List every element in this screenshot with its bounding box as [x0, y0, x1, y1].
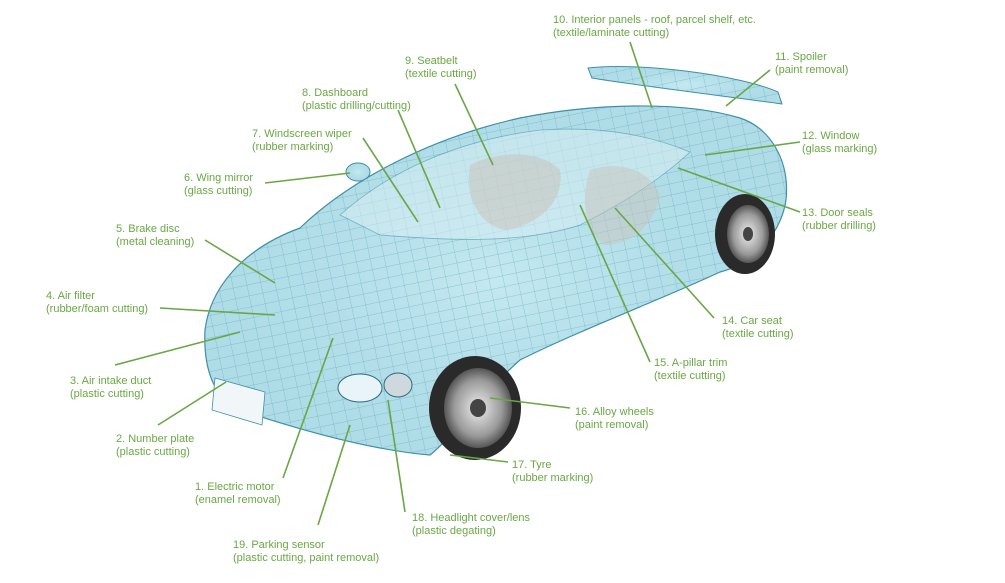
label-title: 12. Window [802, 130, 860, 142]
label-car-seat: 14. Car seat (textile cutting) [722, 315, 794, 341]
label-title: 3. Air intake duct [70, 375, 152, 387]
label-headlight-cover: 18. Headlight cover/lens (plastic degati… [412, 512, 530, 538]
label-title: 8. Dashboard [302, 87, 369, 99]
label-window: 12. Window (glass marking) [802, 130, 877, 156]
label-subtitle: (paint removal) [575, 419, 649, 431]
label-subtitle: (plastic cutting, paint removal) [233, 552, 380, 564]
label-brake-disc: 5. Brake disc (metal cleaning) [116, 223, 194, 249]
label-title: 19. Parking sensor [233, 539, 325, 551]
label-interior-panels: 10. Interior panels - roof, parcel shelf… [553, 14, 756, 40]
label-subtitle: (plastic cutting) [116, 446, 190, 458]
label-windscreen-wiper: 7. Windscreen wiper (rubber marking) [252, 128, 352, 154]
label-subtitle: (rubber/foam cutting) [46, 303, 149, 315]
label-spoiler: 11. Spoiler (paint removal) [775, 51, 848, 77]
spoiler-shape [587, 66, 783, 105]
label-subtitle: (textile cutting) [722, 328, 794, 340]
label-subtitle: (rubber marking) [512, 472, 594, 484]
label-title: 4. Air filter [46, 290, 95, 302]
label-air-filter: 4. Air filter (rubber/foam cutting) [46, 290, 148, 316]
label-seatbelt: 9. Seatbelt (textile cutting) [405, 55, 477, 81]
label-wing-mirror: 6. Wing mirror (glass cutting) [184, 172, 253, 198]
label-title: 17. Tyre [512, 459, 552, 471]
label-title: 13. Door seals [802, 207, 873, 219]
label-subtitle: (textile cutting) [654, 370, 726, 382]
label-electric-motor: 1. Electric motor (enamel removal) [195, 481, 281, 507]
label-title: 5. Brake disc [116, 223, 180, 235]
label-a-pillar-trim: 15. A-pillar trim (textile cutting) [654, 357, 727, 383]
rear-wheel [715, 194, 775, 274]
label-alloy-wheels: 16. Alloy wheels (paint removal) [575, 406, 654, 432]
label-subtitle: (enamel removal) [195, 494, 281, 506]
label-door-seals: 13. Door seals (rubber drilling) [802, 207, 876, 233]
label-dashboard: 8. Dashboard (plastic drilling/cutting) [302, 87, 411, 113]
label-parking-sensor: 19. Parking sensor (plastic cutting, pai… [233, 539, 379, 565]
label-subtitle: (glass cutting) [184, 185, 253, 197]
label-title: 10. Interior panels - roof, parcel shelf… [553, 14, 756, 26]
label-title: 2. Number plate [116, 433, 195, 445]
label-subtitle: (textile/laminate cutting) [553, 27, 670, 39]
label-title: 14. Car seat [722, 315, 782, 327]
label-title: 7. Windscreen wiper [252, 128, 352, 140]
label-tyre: 17. Tyre (rubber marking) [512, 459, 593, 485]
leader-lines [114, 41, 801, 526]
label-subtitle: (plastic degating) [412, 525, 496, 537]
label-subtitle: (glass marking) [802, 143, 878, 155]
label-title: 1. Electric motor [195, 481, 275, 493]
label-subtitle: (paint removal) [775, 64, 849, 76]
label-air-intake-duct: 3. Air intake duct (plastic cutting) [70, 375, 151, 401]
label-subtitle: (plastic drilling/cutting) [302, 100, 411, 112]
label-title: 18. Headlight cover/lens [412, 512, 531, 524]
front-wheel [429, 356, 521, 460]
label-subtitle: (rubber drilling) [802, 220, 876, 232]
label-title: 16. Alloy wheels [575, 406, 654, 418]
label-number-plate: 2. Number plate (plastic cutting) [116, 433, 194, 459]
label-title: 6. Wing mirror [184, 172, 254, 184]
label-subtitle: (plastic cutting) [70, 388, 144, 400]
label-title: 9. Seatbelt [405, 55, 458, 67]
label-title: 15. A-pillar trim [654, 357, 728, 369]
label-subtitle: (rubber marking) [252, 141, 334, 153]
label-subtitle: (textile cutting) [405, 68, 477, 80]
label-subtitle: (metal cleaning) [116, 236, 195, 248]
label-title: 11. Spoiler [775, 51, 827, 63]
car-body [204, 105, 788, 456]
